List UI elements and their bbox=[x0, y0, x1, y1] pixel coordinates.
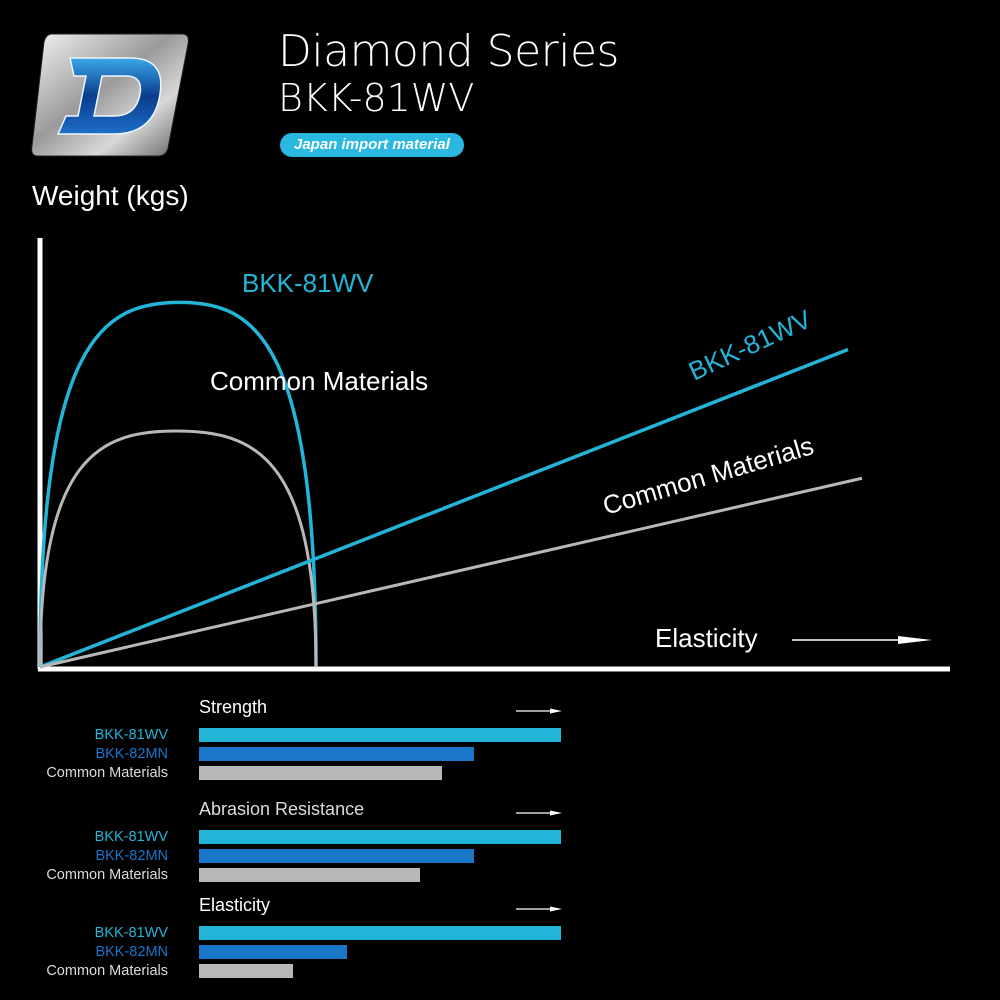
section-title: Elasticity bbox=[199, 895, 271, 915]
bar bbox=[199, 766, 442, 780]
weight-elasticity-chart: Elasticity BKK-81WV Common Materials BKK-81… bbox=[37, 238, 950, 672]
bar-label: BKK-81WV bbox=[94, 925, 168, 941]
japan-import-badge: Japan import material bbox=[280, 133, 464, 157]
bar-label: BKK-82MN bbox=[95, 848, 168, 864]
arch-curve-common-materials bbox=[38, 429, 318, 668]
bar bbox=[199, 747, 475, 761]
bar-label: Common Materials bbox=[46, 867, 168, 883]
bar-label: BKK-81WV bbox=[94, 727, 168, 743]
series-title: Diamond Series bbox=[278, 26, 619, 77]
model-title: BKK-81WV bbox=[278, 76, 475, 120]
bar bbox=[199, 926, 561, 940]
bar-label: Common Materials bbox=[46, 765, 168, 781]
diamond-d-logo: D bbox=[31, 33, 189, 157]
section-arrow-icon bbox=[516, 810, 562, 816]
bar-label: BKK-81WV bbox=[94, 829, 168, 845]
section-title: Abrasion Resistance bbox=[199, 799, 365, 819]
ratio-line-common-materials bbox=[39, 476, 863, 669]
section-arrow-icon bbox=[516, 906, 562, 912]
section-arrow-icon bbox=[516, 708, 562, 714]
bar bbox=[199, 945, 348, 959]
x-axis-arrow-head bbox=[898, 636, 932, 644]
bar bbox=[199, 964, 294, 978]
bar-label: BKK-82MN bbox=[95, 944, 168, 960]
arch-curve-bkk-81wv bbox=[38, 300, 318, 668]
bar bbox=[199, 849, 475, 863]
arch-label-bkk-81wv: BKK-81WV bbox=[242, 268, 374, 298]
bar-label: BKK-82MN bbox=[95, 746, 168, 762]
bar bbox=[199, 830, 561, 844]
section-title: Strength bbox=[199, 697, 268, 717]
bar bbox=[199, 868, 420, 882]
ratio-line-bkk-81wv bbox=[39, 347, 849, 669]
bar-label: Common Materials bbox=[46, 963, 168, 979]
title-block: Diamond Series BKK-81WV bbox=[278, 26, 619, 118]
y-axis-label: Weight (kgs) bbox=[32, 180, 189, 211]
arch-label-common-materials: Common Materials bbox=[210, 366, 428, 396]
x-axis-label: Elasticity bbox=[655, 623, 758, 653]
line-label-bkk-81wv: BKK-81WV bbox=[684, 303, 816, 386]
line-label-common-materials: Common Materials bbox=[599, 430, 817, 520]
bar bbox=[199, 728, 561, 742]
